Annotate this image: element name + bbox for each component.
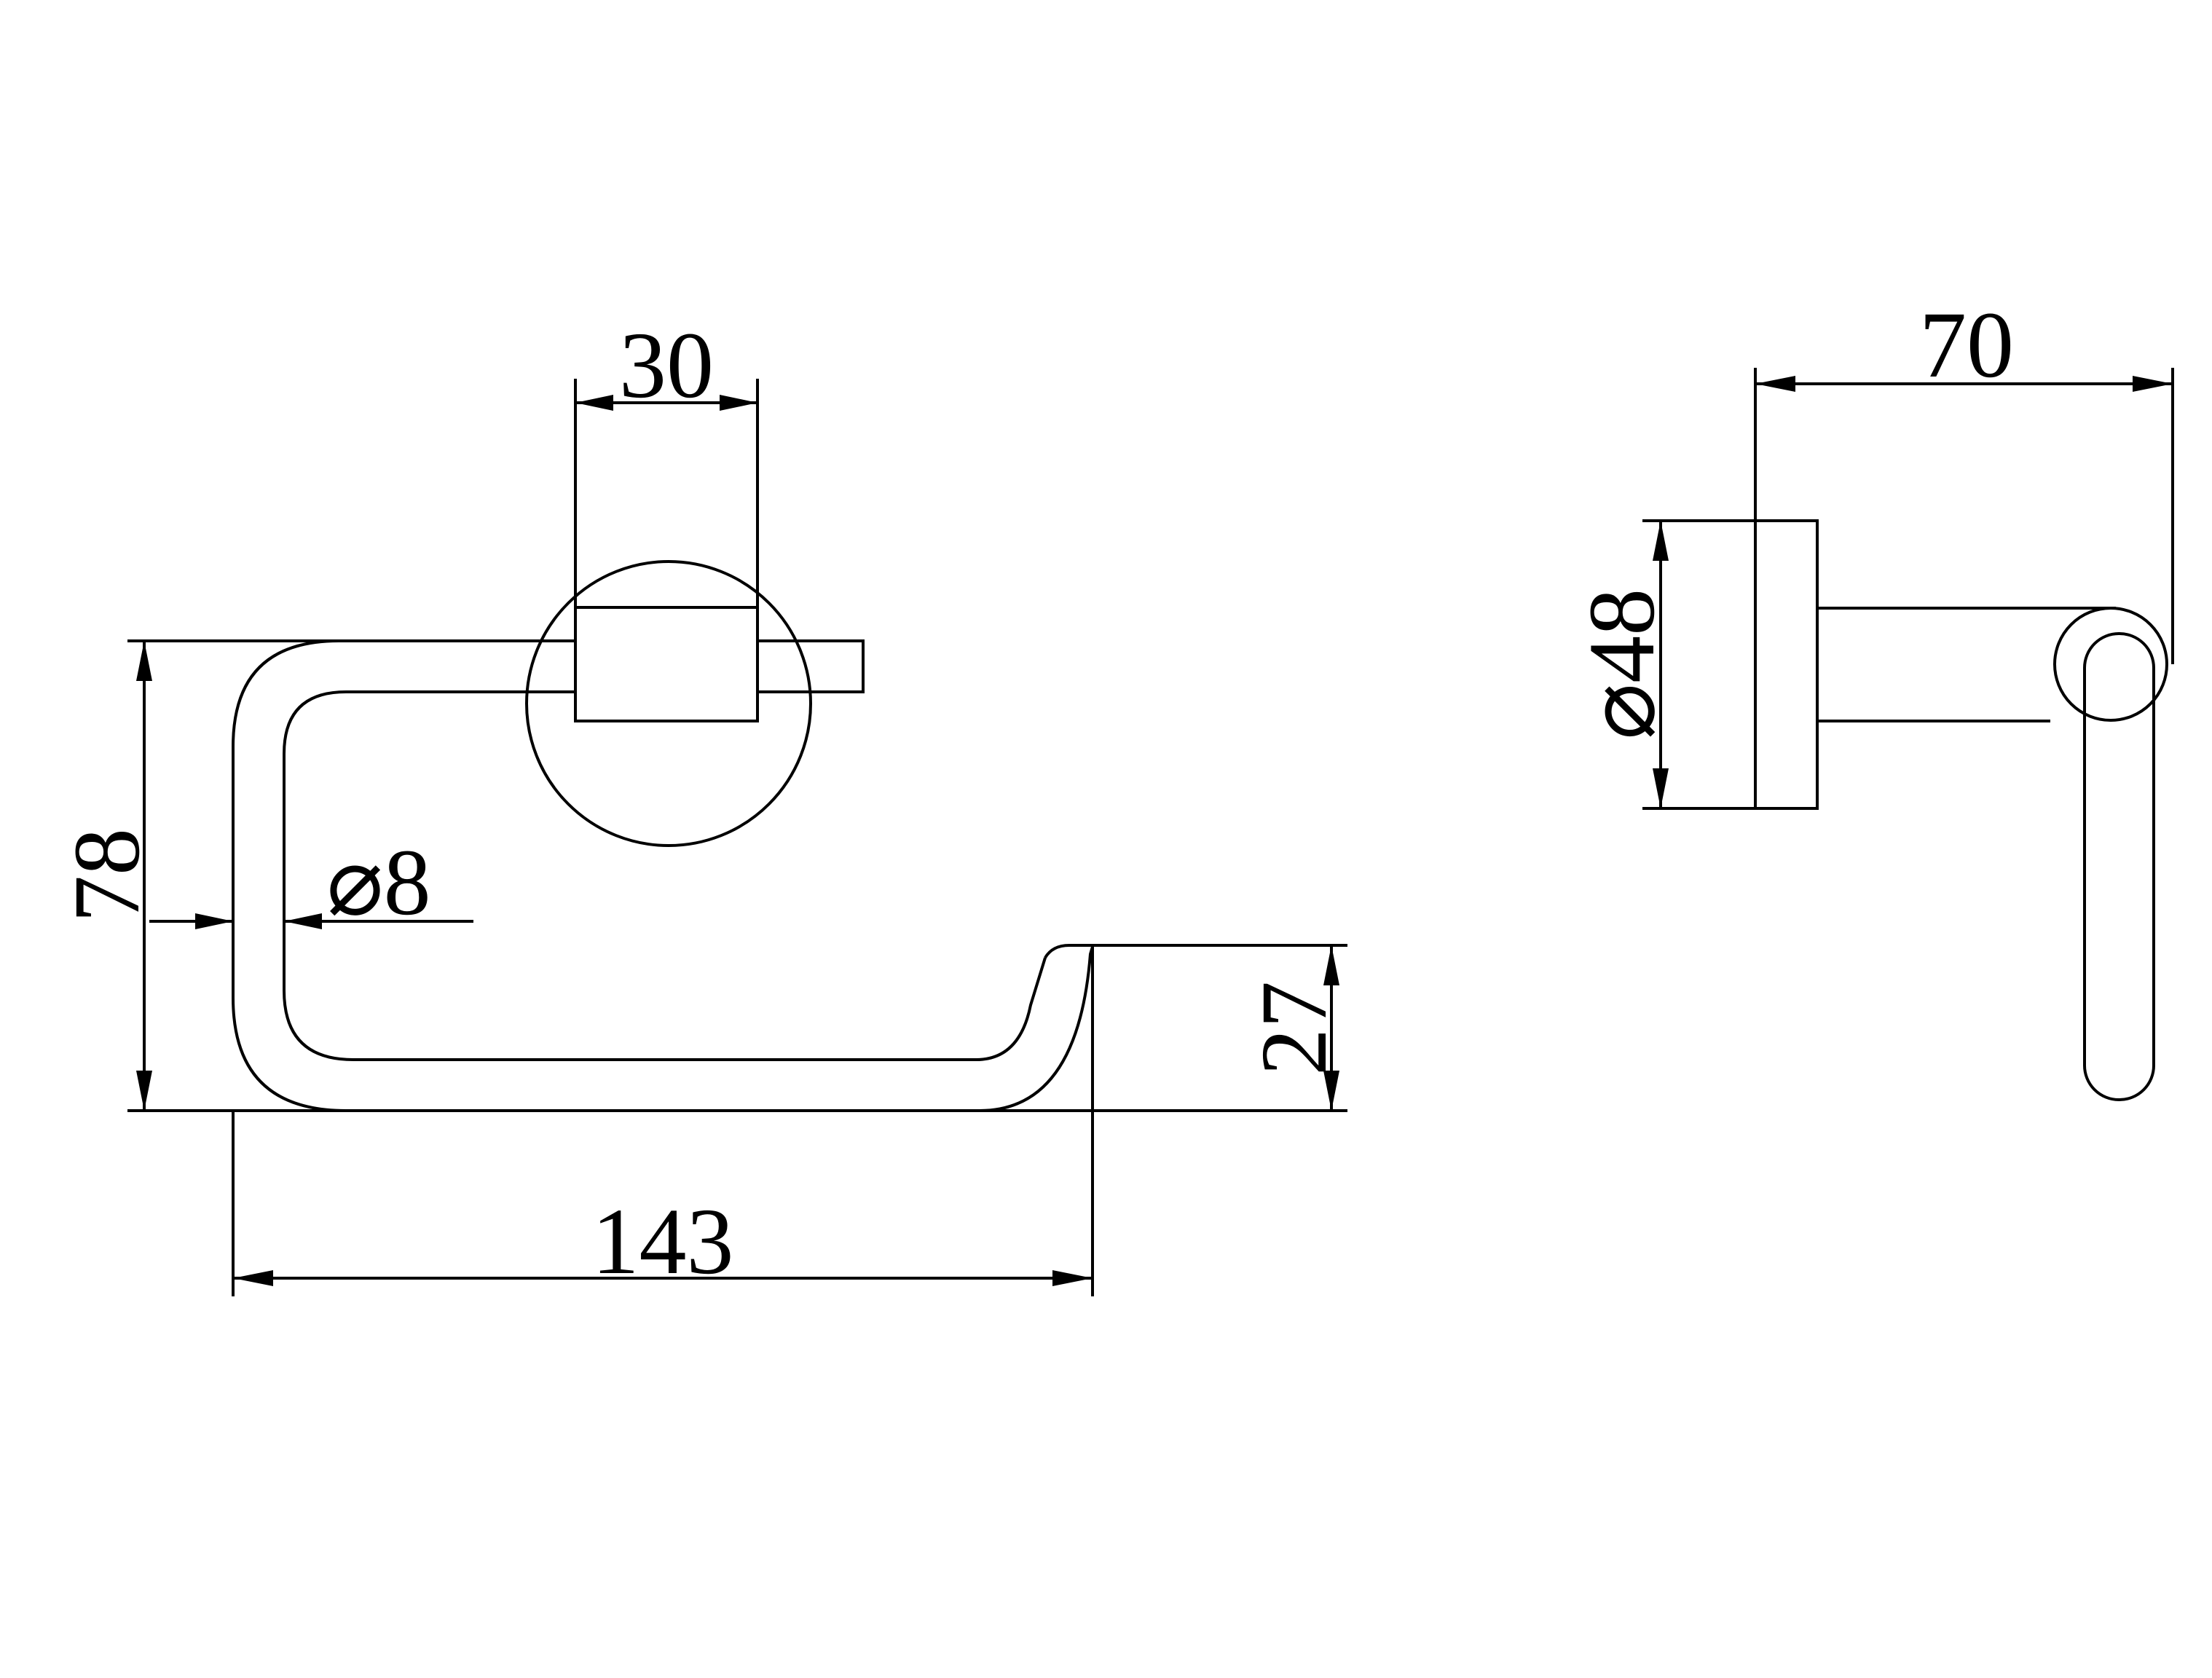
- dim-label-rod-diameter: ⌀8: [326, 830, 430, 935]
- clamp-block: [574, 606, 759, 722]
- dim-label-27: 27: [1242, 981, 1347, 1076]
- holder-rod-outer: [232, 639, 1094, 1112]
- dimension-rod-diameter: ⌀8: [149, 830, 473, 935]
- holder-lip: [1044, 944, 1093, 959]
- dimension-143: 143: [232, 947, 1094, 1296]
- dimension-base-diameter: ⌀48: [1570, 519, 1755, 810]
- wall-base-circle: [525, 560, 812, 847]
- dim-label-78: 78: [55, 828, 160, 923]
- rod-stub: [757, 639, 865, 693]
- front-view: 30 78 ⌀8 27: [55, 313, 1347, 1296]
- dimension-70: 70: [1754, 293, 2174, 664]
- dim-label-70: 70: [1919, 293, 2014, 398]
- dimension-30: 30: [574, 313, 759, 607]
- holder-rod-inner: [283, 690, 1047, 1061]
- dimension-27: 27: [1093, 944, 1347, 1112]
- side-wall-plate: [1754, 519, 1819, 810]
- side-view: 70 ⌀48: [1570, 293, 2174, 1101]
- dim-label-143: 143: [592, 1189, 734, 1294]
- side-hanging-leg: [2083, 632, 2155, 1101]
- side-elbow: [2053, 607, 2168, 722]
- dim-label-30: 30: [619, 313, 714, 418]
- dimension-78: 78: [55, 639, 1093, 1112]
- dim-label-base-diameter: ⌀48: [1570, 588, 1674, 740]
